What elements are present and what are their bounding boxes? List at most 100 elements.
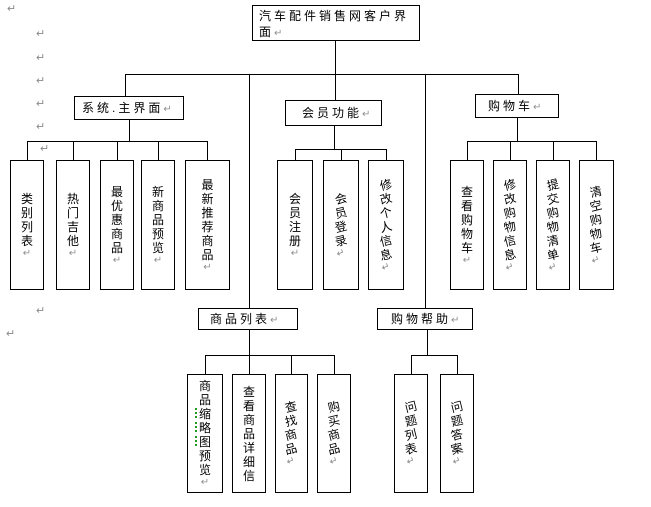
paragraph-mark: ↵: [36, 305, 46, 317]
connector-help-horizontal: [411, 355, 458, 356]
node-label: 商品列表: [210, 312, 271, 326]
return-mark: ↵: [328, 454, 340, 469]
return-mark: ↵: [270, 315, 279, 326]
connector-drop-member: [335, 74, 336, 100]
connector-leaf-drop: [205, 355, 206, 374]
return-mark: ↵: [200, 477, 210, 488]
node-hot-guitars[interactable]: 热门吉他↵: [56, 160, 90, 290]
connector-leaf-drop: [457, 355, 458, 374]
paragraph-mark: ↵: [6, 328, 16, 340]
node-root[interactable]: 汽车配件销售网客户界面↵: [252, 5, 420, 41]
node-empty-cart[interactable]: 清空购物车↵: [579, 160, 614, 290]
node-label: 最新推荐商品↵: [201, 177, 214, 273]
paragraph-mark: ↵: [36, 75, 46, 87]
return-mark: ↵: [22, 247, 32, 259]
node-question-answers[interactable]: 问题答案↵: [440, 374, 474, 493]
connector-leaf-drop: [334, 355, 335, 374]
paragraph-mark: ↵: [36, 52, 46, 64]
node-edit-personal-info[interactable]: 修改个人信息↵: [368, 160, 404, 290]
node-submit-shopping-list[interactable]: 提交购物清单↵: [536, 160, 570, 290]
node-label: 查看商品详细信: [242, 384, 255, 483]
connector-leaf-drop: [207, 141, 208, 160]
connector-leaf-drop: [249, 355, 250, 374]
connector-leaf-drop: [596, 141, 597, 160]
return-mark: ↵: [451, 454, 463, 469]
return-mark: ↵: [153, 254, 163, 266]
node-shopping-help[interactable]: 购物帮助↵: [377, 308, 473, 330]
return-mark: ↵: [451, 315, 460, 326]
return-mark: ↵: [163, 104, 172, 115]
return-mark: ↵: [362, 109, 371, 120]
node-member-login[interactable]: 会员登录↵: [323, 160, 359, 290]
node-buy-products[interactable]: 购买商品↵: [317, 374, 351, 493]
node-label: 提交购物清单↵: [545, 176, 561, 274]
connector-leaf-drop: [291, 355, 292, 374]
node-label: 购物帮助: [391, 312, 452, 326]
return-mark: ↵: [405, 454, 417, 469]
node-label: 查看购物车↵: [460, 184, 473, 266]
connector-root-down: [335, 39, 336, 74]
node-category-list[interactable]: 类别列表↵: [10, 160, 44, 290]
node-edit-shopping-info[interactable]: 修改购物信息↵: [493, 160, 527, 290]
connector-drop-products: [249, 74, 250, 308]
node-product-list[interactable]: 商品列表↵: [198, 308, 298, 330]
connector-leaf-drop: [553, 141, 554, 160]
node-best-deal-products[interactable]: 最优惠商品↵: [100, 160, 134, 290]
node-label: 修改个人信息↵: [378, 176, 394, 274]
node-label: 问题列表↵: [403, 398, 419, 469]
node-label: 会员登录↵: [333, 190, 349, 260]
node-label: 系统.主界面: [82, 101, 164, 115]
return-mark: ↵: [274, 28, 283, 39]
connector-leaf-drop: [386, 149, 387, 160]
node-label: 查找商品↵: [283, 398, 300, 469]
node-label: 购买商品↵: [326, 398, 342, 469]
connector-leaf-drop: [158, 141, 159, 160]
return-mark: ↵: [112, 254, 122, 266]
paragraph-mark: ↵: [36, 98, 46, 110]
node-view-cart[interactable]: 查看购物车↵: [450, 160, 484, 290]
node-label: 问题答案↵: [449, 398, 465, 469]
return-mark: ↵: [203, 261, 212, 273]
connector-leaf-drop: [73, 141, 74, 160]
connector-leaf-drop: [341, 149, 342, 160]
connector-products-horizontal: [205, 355, 335, 356]
return-mark: ↵: [533, 102, 542, 113]
node-question-list[interactable]: 问题列表↵: [394, 374, 428, 493]
node-label: 会员功能: [302, 106, 363, 120]
node-label: 最优惠商品↵: [110, 184, 123, 266]
connector-leaf-drop: [411, 355, 412, 374]
node-view-product-details[interactable]: 查看商品详细信: [232, 374, 266, 493]
node-latest-recommended-products[interactable]: 最新推荐商品↵: [185, 160, 230, 290]
node-label: 修改购物信息↵: [502, 176, 518, 274]
return-mark: ↵: [68, 247, 78, 259]
node-label: 热门吉他↵: [66, 191, 79, 259]
connector-drop-system: [125, 74, 126, 96]
node-label: 汽车配件销售网客户界面: [259, 9, 410, 39]
node-label: 清空购物车↵: [588, 183, 605, 267]
paragraph-mark: ↵: [36, 121, 46, 133]
connector-leaf-drop: [510, 141, 511, 160]
node-member-functions[interactable]: 会员功能↵: [285, 100, 382, 126]
paragraph-mark: ↵: [40, 143, 50, 155]
connector-system-down: [129, 119, 130, 141]
connector-main-horizontal: [125, 74, 519, 75]
node-label: 会员注册↵: [288, 191, 301, 259]
node-shopping-cart[interactable]: 购物车↵: [475, 94, 559, 118]
paragraph-mark: ↵: [36, 28, 46, 40]
node-thumbnail-preview[interactable]: 商品缩略图预览↵: [187, 374, 223, 493]
connector-member-down: [334, 125, 335, 149]
return-mark: ↵: [290, 247, 300, 259]
connector-leaf-drop: [295, 149, 296, 160]
node-system-main-ui[interactable]: 系统.主界面↵: [74, 96, 184, 120]
node-new-product-preview[interactable]: 新商品预览↵: [141, 160, 175, 290]
node-label: 新商品预览↵: [151, 184, 164, 266]
node-label: 商品缩略图预览↵: [194, 379, 211, 488]
paragraph-mark: ↵: [7, 3, 17, 15]
connector-drop-help: [425, 74, 426, 308]
node-member-register[interactable]: 会员注册↵: [277, 160, 313, 290]
connector-leaf-drop: [117, 141, 118, 160]
connector-leaf-drop: [467, 141, 468, 160]
connector-drop-cart: [518, 74, 519, 94]
node-search-products[interactable]: 查找商品↵: [275, 374, 308, 493]
